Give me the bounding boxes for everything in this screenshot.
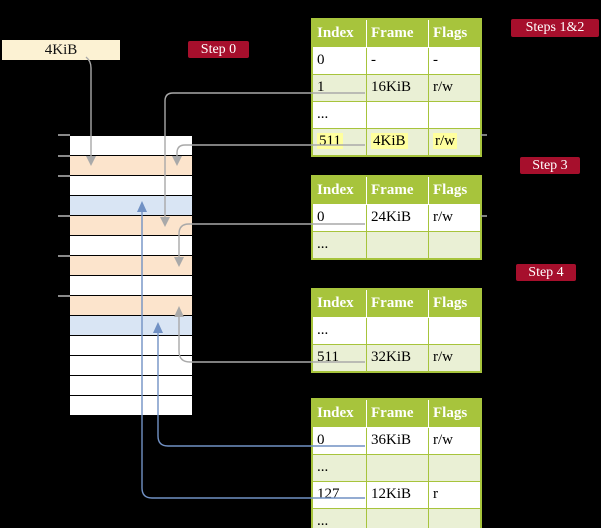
column-header-flags: Flags <box>433 182 468 198</box>
index-cell: 1 <box>313 75 367 101</box>
memory-row-white <box>70 136 192 156</box>
memory-row-blue <box>70 196 192 216</box>
frame-cell: - <box>367 48 429 74</box>
memory-row-white <box>70 336 192 356</box>
badge-step-4: Step 4 <box>516 264 576 281</box>
memory-row-orange <box>70 216 192 236</box>
column-header-frame: Frame <box>367 290 429 317</box>
table-row-index-511: 511 4KiB r/w <box>313 128 480 155</box>
index-cell: 0 <box>313 205 367 231</box>
frame-cell: 12KiB <box>367 482 429 508</box>
index-cell: ... <box>313 455 367 481</box>
table-row-index-dotsdotsdots: ... <box>313 101 480 128</box>
column-header-index: Index <box>313 177 367 204</box>
highlighted-value: r/w <box>433 133 457 149</box>
table-row-index-dotsdotsdots: ... <box>313 508 480 528</box>
frame-cell <box>367 232 429 258</box>
index-cell: ... <box>313 102 367 128</box>
frame-cell <box>367 455 429 481</box>
memory-row-white <box>70 236 192 256</box>
badge-step-0: Step 0 <box>188 41 249 58</box>
frame-cell <box>367 509 429 528</box>
index-cell: ... <box>313 232 367 258</box>
column-header-frame: Frame <box>367 20 429 47</box>
memory-row-white <box>70 376 192 396</box>
badge-step-3: Step 3 <box>520 157 580 174</box>
flags-cell: r/w <box>429 345 480 371</box>
index-cell: 127 <box>313 482 367 508</box>
frame-cell: 4KiB <box>367 129 429 155</box>
frame-cell <box>367 318 429 344</box>
flags-cell <box>429 455 480 481</box>
table-row-index-0: 0-- <box>313 48 480 74</box>
column-header-index: Index <box>313 400 367 427</box>
highlighted-value: 511 <box>317 133 343 149</box>
index-cell: ... <box>313 318 367 344</box>
flags-cell: r/w <box>429 129 480 155</box>
flags-cell <box>429 232 480 258</box>
table-row-index-dotsdotsdots: ... <box>313 454 480 481</box>
memory-row-orange <box>70 156 192 176</box>
index-cell: 0 <box>313 428 367 454</box>
frame-cell: 16KiB <box>367 75 429 101</box>
memory-row-white <box>70 176 192 196</box>
flags-cell: - <box>433 52 438 68</box>
flags-cell: r/w <box>433 209 453 225</box>
index-cell: 0 <box>313 48 367 74</box>
page-size-box: 4KiB <box>2 40 120 60</box>
column-header-index: Index <box>313 20 367 47</box>
memory-row-orange <box>70 256 192 276</box>
physical-memory-column <box>70 135 192 416</box>
frame-cell: 32KiB <box>367 345 429 371</box>
memory-row-blue <box>70 316 192 336</box>
memory-row-white <box>70 276 192 296</box>
memory-row-white <box>70 356 192 376</box>
flags-cell: r/w <box>433 432 453 448</box>
flags-cell <box>429 318 480 344</box>
index-cell: 511 <box>313 129 367 155</box>
flags-cell: r <box>433 486 438 502</box>
index-cell: 511 <box>313 345 367 371</box>
index-cell: ... <box>313 509 367 528</box>
column-header-flags: Flags <box>433 25 468 41</box>
flags-cell <box>429 102 480 128</box>
frame-cell: 24KiB <box>367 205 429 231</box>
memory-row-orange <box>70 296 192 316</box>
memory-row-white <box>70 396 192 416</box>
badge-steps-1-2: Steps 1&2 <box>511 19 599 37</box>
flags-cell <box>429 509 480 528</box>
table-row-index-dotsdotsdots: ... <box>313 318 480 344</box>
frame-cell <box>367 102 429 128</box>
table-row-index-dotsdotsdots: ... <box>313 231 480 258</box>
column-header-frame: Frame <box>367 177 429 204</box>
column-header-flags: Flags <box>433 295 468 311</box>
frame-cell: 36KiB <box>367 428 429 454</box>
column-header-index: Index <box>313 290 367 317</box>
flags-cell: r/w <box>429 75 480 101</box>
column-header-frame: Frame <box>367 400 429 427</box>
column-header-flags: Flags <box>433 405 468 421</box>
highlighted-value: 4KiB <box>371 133 408 149</box>
